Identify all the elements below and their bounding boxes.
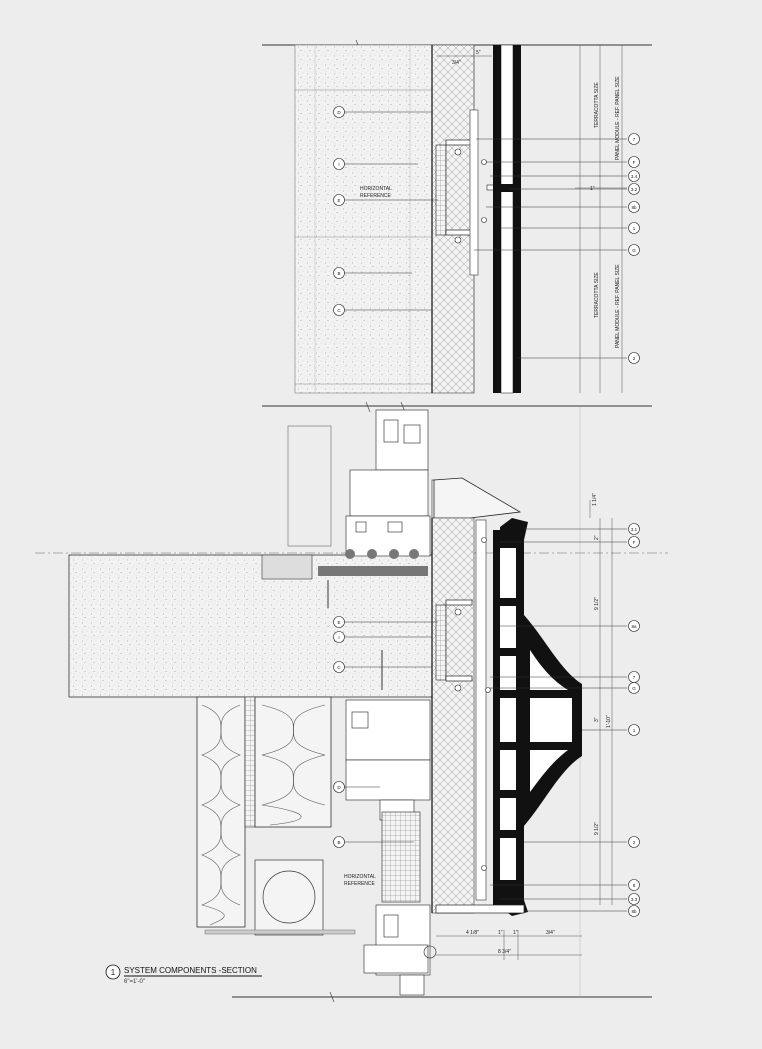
callout-tag: 1 bbox=[633, 728, 636, 733]
dimension-label: 3" bbox=[594, 717, 600, 722]
callout-tag: 3.4 bbox=[631, 174, 638, 179]
callout-tag: 8 bbox=[633, 883, 636, 888]
dimension-label: 1" bbox=[590, 186, 595, 192]
callout-tag: 2 bbox=[633, 840, 636, 845]
callout-tag: 3.2 bbox=[631, 187, 638, 192]
horizontal-reference-note: REFERENCE bbox=[344, 881, 376, 887]
dimension-label: 4 1/8" bbox=[466, 930, 479, 936]
vertical-label: TERRACOTTA SIZE bbox=[594, 82, 600, 128]
callout-tag: F bbox=[633, 160, 636, 165]
callout-tag: I bbox=[338, 635, 339, 640]
title-block: 1 SYSTEM COMPONENTS -SECTION 6"=1'-0" bbox=[105, 964, 262, 985]
terracotta-panel bbox=[493, 518, 582, 916]
callout-tag: B bbox=[337, 271, 340, 276]
callout-tag: 2 bbox=[633, 356, 636, 361]
drawing-scale: 6"=1'-0" bbox=[124, 979, 145, 985]
dimension-label: 8 3/4" bbox=[498, 949, 511, 955]
dimension-label: 2" bbox=[594, 535, 600, 540]
callout-tag: 8a bbox=[631, 624, 637, 629]
callout-tag: D bbox=[337, 785, 341, 790]
dimension-label: 9 1/2" bbox=[594, 822, 600, 835]
upper-section: D I E B C 7 F 3.4 3.2 8b 1 G bbox=[262, 39, 652, 413]
callout-tag: G bbox=[632, 248, 636, 253]
callout-tag: 3.3 bbox=[631, 897, 638, 902]
horizontal-reference-note: HORIZONTAL bbox=[344, 874, 376, 880]
callout-tag: I bbox=[338, 162, 339, 167]
callout-tag: 8b bbox=[631, 909, 637, 914]
callout-tag: C bbox=[337, 665, 341, 670]
vertical-label: PANEL MODULE - REF. PANEL SIZE bbox=[615, 76, 621, 160]
dimension-label: 1" bbox=[498, 930, 503, 936]
horizontal-reference-note: HORIZONTAL bbox=[360, 186, 392, 192]
callout-tag: D bbox=[337, 110, 341, 115]
callout-tag: B bbox=[337, 840, 340, 845]
callout-tag: E bbox=[337, 198, 340, 203]
callout-tag: C bbox=[337, 308, 341, 313]
callout-tag: 8b bbox=[631, 205, 637, 210]
detail-number-circle bbox=[105, 964, 121, 980]
dimension-label: 1'-10" bbox=[606, 715, 612, 728]
dimension-label: 5" bbox=[476, 50, 481, 56]
callout-tag: F bbox=[633, 540, 636, 545]
dimension-label: 1" bbox=[513, 930, 518, 936]
callout-tag: G bbox=[632, 686, 636, 691]
tag-circle bbox=[333, 106, 345, 118]
callout-tag: 7 bbox=[633, 675, 636, 680]
detail-number: 1 bbox=[111, 968, 116, 977]
callout-tag: 7 bbox=[633, 137, 636, 142]
dimension-label: 3/4" bbox=[546, 930, 555, 936]
drawing-title: SYSTEM COMPONENTS -SECTION bbox=[124, 966, 257, 975]
horizontal-reference-note: REFERENCE bbox=[360, 193, 392, 199]
dimension-label: 1 1/4" bbox=[592, 493, 598, 506]
vertical-label: PANEL MODULE - REF. PANEL SIZE bbox=[615, 264, 621, 348]
callout-tag: 1 bbox=[633, 226, 636, 231]
lower-section: E I C D B 3.1 F 8a 7 G 1 2 8 bbox=[35, 401, 668, 1003]
callout-tag: 3.1 bbox=[631, 527, 638, 532]
vertical-label: TERRACOTTA SIZE bbox=[594, 272, 600, 318]
dimension-label: 3/4" bbox=[452, 60, 461, 66]
dimension-label: 9 1/2" bbox=[594, 597, 600, 610]
callout-tag: E bbox=[337, 620, 340, 625]
